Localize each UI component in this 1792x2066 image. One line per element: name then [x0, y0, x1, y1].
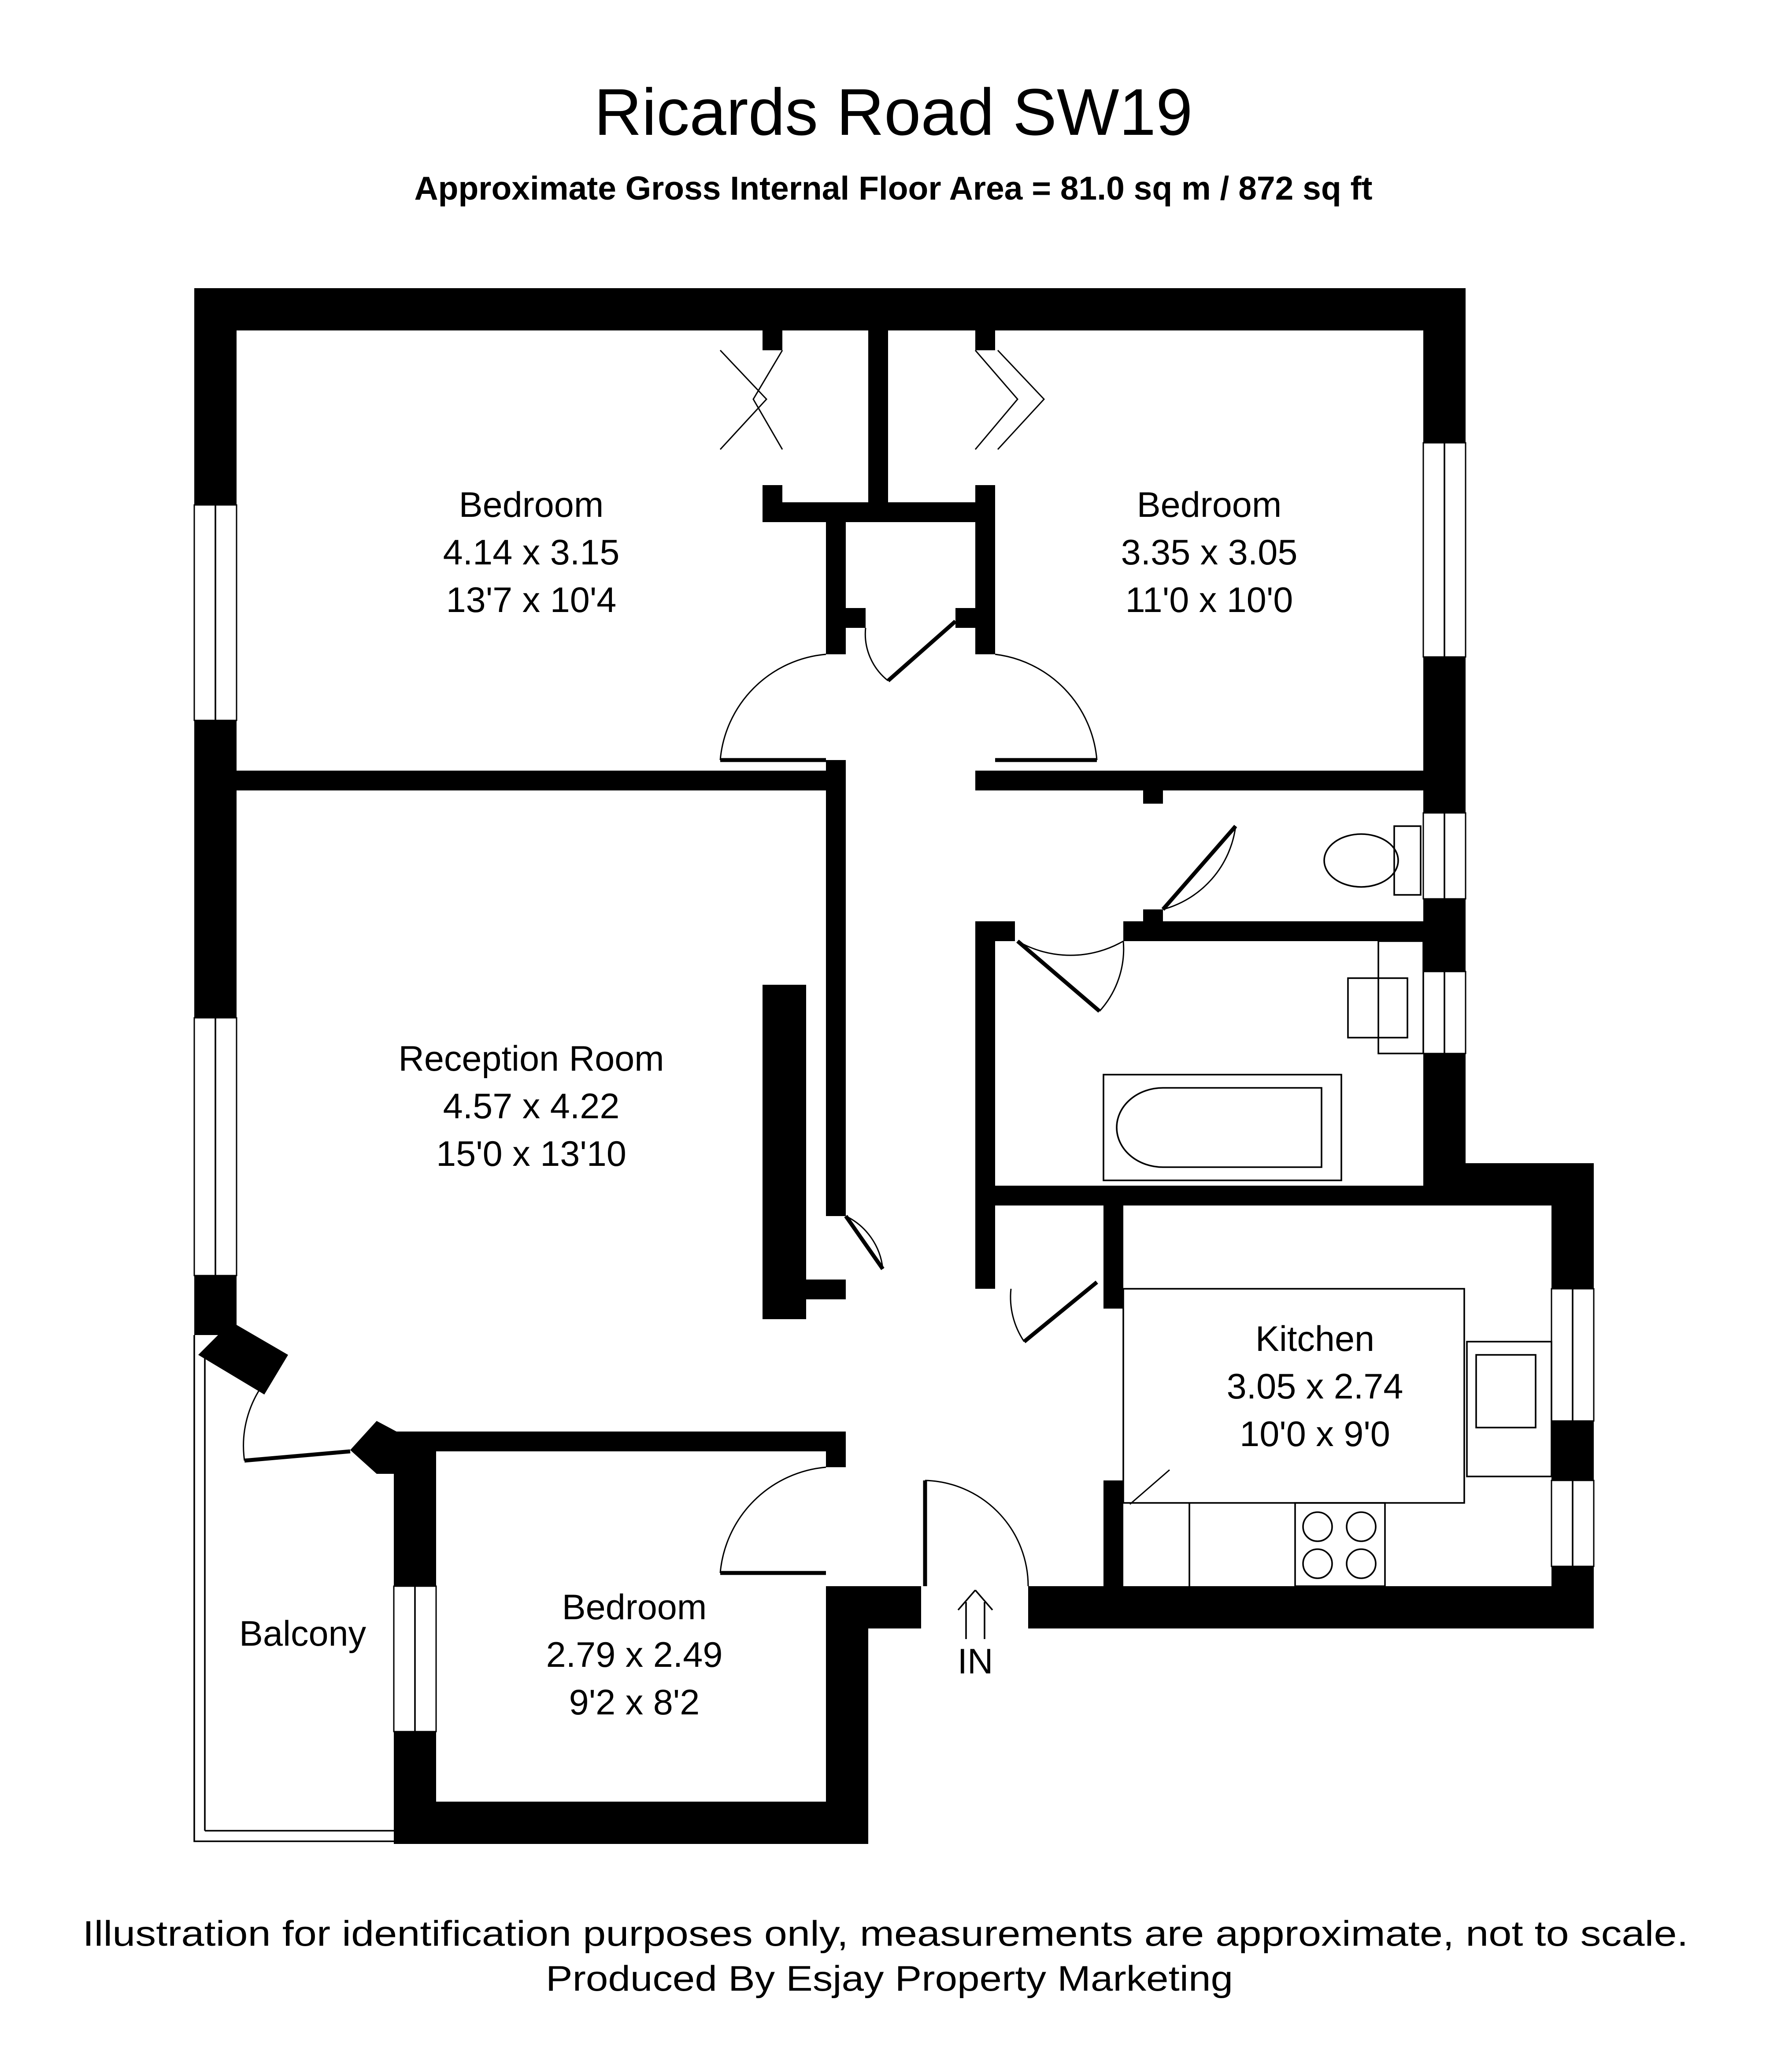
room-name-kitchen: Kitchen — [1255, 1319, 1374, 1359]
room-metric-bedroom-3: 2.79 x 2.49 — [546, 1635, 723, 1675]
plan-title: Ricards Road SW19 — [594, 75, 1193, 149]
room-name-bedroom-3: Bedroom — [562, 1588, 707, 1627]
room-metric-bedroom-2: 3.35 x 3.05 — [1121, 533, 1298, 572]
room-imperial-bedroom-1: 13'7 x 10'4 — [446, 580, 617, 620]
floor-area: Approximate Gross Internal Floor Area = … — [415, 170, 1373, 207]
entrance-arrow-icon — [957, 1589, 993, 1639]
windows — [193, 442, 1595, 1732]
disclaimer: Illustration for identification purposes… — [83, 1914, 1688, 1954]
room-name-bedroom-2: Bedroom — [1137, 485, 1282, 525]
room-imperial-bedroom-3: 9'2 x 8'2 — [569, 1683, 700, 1722]
entrance-label: IN — [958, 1642, 993, 1681]
room-metric-bedroom-1: 4.14 x 3.15 — [443, 533, 620, 572]
room-name-balcony: Balcony — [239, 1614, 367, 1654]
room-name-bedroom-1: Bedroom — [459, 485, 604, 525]
room-imperial-kitchen: 10'0 x 9'0 — [1240, 1414, 1390, 1454]
room-imperial-bedroom-2: 11'0 x 10'0 — [1126, 580, 1293, 620]
room-metric-reception: 4.57 x 4.22 — [443, 1087, 620, 1126]
producer-credit: Produced By Esjay Property Marketing — [546, 1959, 1233, 1999]
room-name-reception: Reception Room — [398, 1039, 664, 1079]
walls — [194, 288, 1594, 1844]
balcony-outline — [193, 1335, 394, 1842]
fixtures — [1103, 825, 1552, 1587]
room-imperial-reception: 15'0 x 13'10 — [436, 1134, 626, 1174]
doors — [243, 349, 1237, 1587]
room-metric-kitchen: 3.05 x 2.74 — [1227, 1367, 1403, 1406]
